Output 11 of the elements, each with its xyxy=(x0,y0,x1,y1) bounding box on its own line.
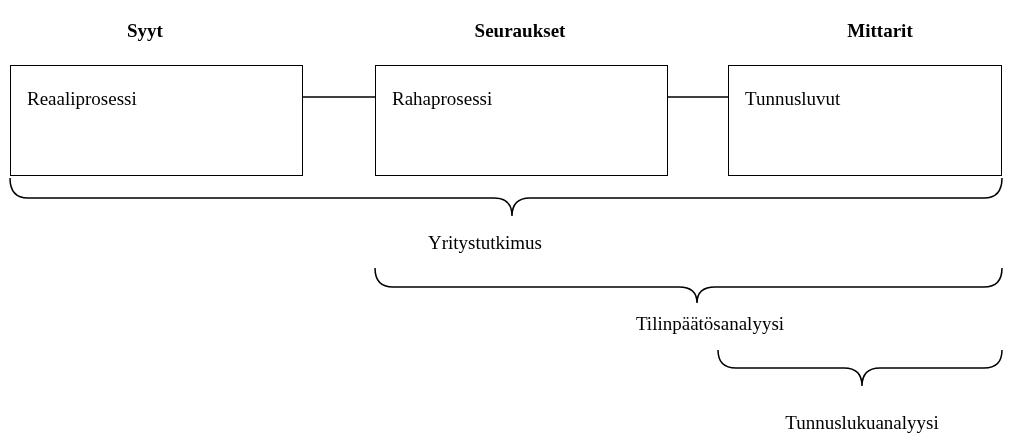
process-box: Reaaliprosessi xyxy=(10,65,303,176)
column-heading: Seuraukset xyxy=(474,20,566,42)
process-box: Rahaprosessi xyxy=(375,65,668,176)
connector-line xyxy=(302,96,376,98)
column-heading: Syyt xyxy=(127,20,163,42)
column-heading: Mittarit xyxy=(847,20,913,42)
brace-label: Tunnuslukuanalyysi xyxy=(785,412,939,434)
process-box: Tunnusluvut xyxy=(728,65,1002,176)
brace-label: Yritystutkimus xyxy=(428,232,542,254)
connector-line xyxy=(667,96,729,98)
brace-label: Tilinpäätösanalyysi xyxy=(635,313,785,335)
